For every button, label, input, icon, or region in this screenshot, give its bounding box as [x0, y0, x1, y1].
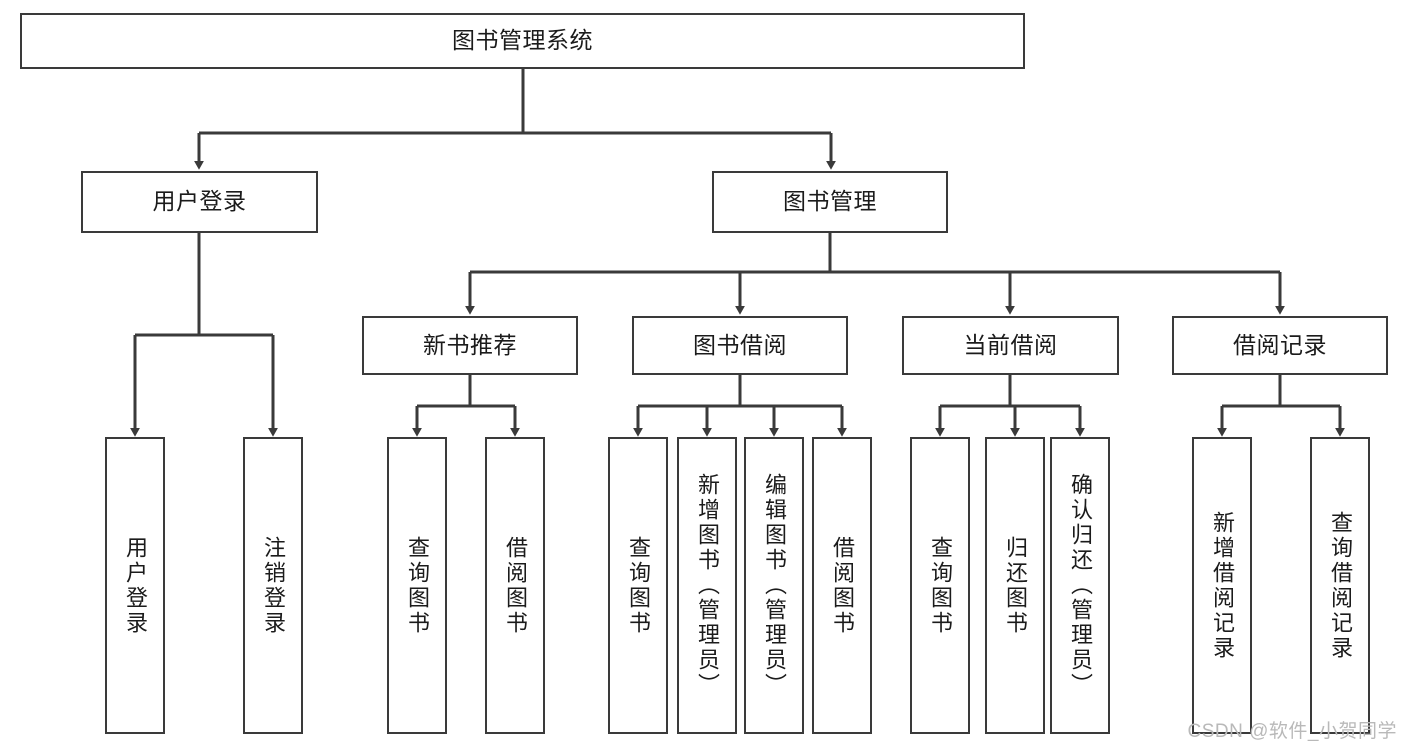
node-label: 新增图书（管理员）	[695, 473, 720, 698]
node-label: 借阅图书	[503, 535, 528, 636]
node-label: 用户登录	[152, 188, 247, 215]
node-label: 查询图书	[626, 535, 651, 636]
node-leaf-add-borrow-record[interactable]: 新增借阅记录	[1192, 437, 1252, 734]
node-leaf-user-logout[interactable]: 注销登录	[243, 437, 303, 734]
node-book-borrow[interactable]: 图书借阅	[632, 316, 848, 375]
watermark-text: CSDN @软件_小贺同学	[1187, 721, 1397, 742]
node-label: 查询图书	[405, 535, 430, 636]
node-label: 图书借阅	[693, 331, 787, 358]
node-label: 注销登录	[261, 535, 286, 636]
node-borrow-record[interactable]: 借阅记录	[1172, 316, 1388, 375]
node-label: 借阅记录	[1233, 331, 1327, 358]
node-label: 用户登录	[123, 535, 148, 636]
node-label: 图书管理系统	[452, 27, 593, 54]
node-label: 借阅图书	[830, 535, 855, 636]
edges-userlogin-leaves	[130, 233, 278, 437]
node-leaf-edit-book-admin[interactable]: 编辑图书（管理员）	[744, 437, 804, 734]
node-leaf-return-book[interactable]: 归还图书	[985, 437, 1045, 734]
edges-root-level2	[194, 69, 836, 170]
edges-bookborrow-leaves	[633, 375, 847, 437]
node-leaf-query-book-recommend[interactable]: 查询图书	[387, 437, 447, 734]
node-label: 当前借阅	[963, 331, 1058, 358]
node-new-book-recommend[interactable]: 新书推荐	[362, 316, 578, 375]
node-user-login[interactable]: 用户登录	[81, 171, 318, 233]
edges-bookmanage-level3	[465, 233, 1285, 315]
edges-currentborrow-leaves	[935, 375, 1085, 437]
node-leaf-query-borrow-record[interactable]: 查询借阅记录	[1310, 437, 1370, 734]
node-root-system[interactable]: 图书管理系统	[20, 13, 1025, 69]
node-leaf-query-book-current[interactable]: 查询图书	[910, 437, 970, 734]
node-label: 新增借阅记录	[1210, 510, 1235, 661]
edges-borrowrecord-leaves	[1217, 375, 1345, 437]
node-leaf-query-book-borrow[interactable]: 查询图书	[608, 437, 668, 734]
node-leaf-borrow-book-recommend[interactable]: 借阅图书	[485, 437, 545, 734]
node-current-borrow[interactable]: 当前借阅	[902, 316, 1119, 375]
node-label: 查询图书	[928, 535, 953, 636]
node-leaf-add-book-admin[interactable]: 新增图书（管理员）	[677, 437, 737, 734]
node-book-manage[interactable]: 图书管理	[712, 171, 948, 233]
node-label: 查询借阅记录	[1328, 510, 1353, 661]
node-label: 图书管理	[783, 188, 877, 215]
node-label: 编辑图书（管理员）	[762, 473, 787, 698]
node-leaf-borrow-book[interactable]: 借阅图书	[812, 437, 872, 734]
node-leaf-confirm-return-admin[interactable]: 确认归还（管理员）	[1050, 437, 1110, 734]
node-label: 新书推荐	[423, 331, 517, 358]
node-leaf-user-login[interactable]: 用户登录	[105, 437, 165, 734]
edges-newbookrec-leaves	[412, 375, 520, 437]
node-label: 确认归还（管理员）	[1068, 473, 1093, 698]
node-label: 归还图书	[1003, 535, 1028, 636]
